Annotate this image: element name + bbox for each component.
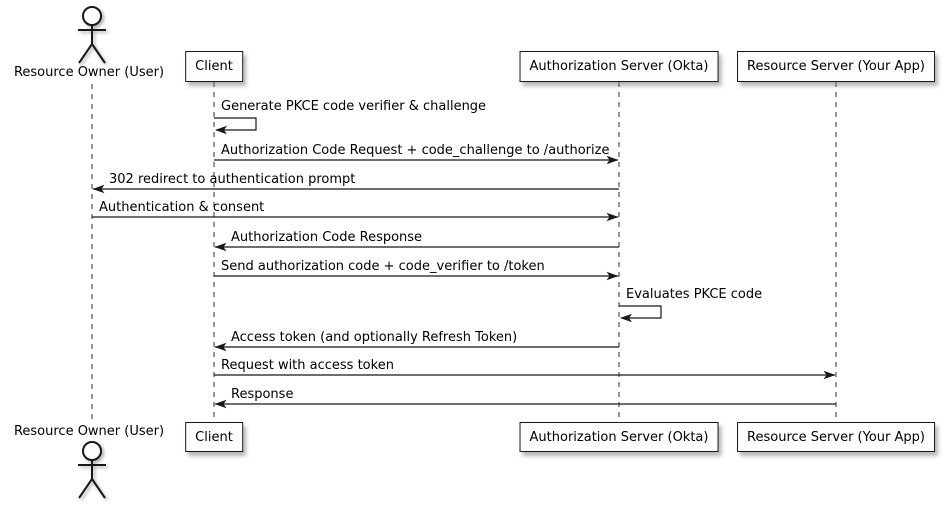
participant-box-bottom-resource: Resource Server (Your App) [737,422,935,452]
participant-box-top-auth: Authorization Server (Okta) [519,51,719,82]
participant-box-bottom-client: Client [185,422,243,452]
message-label-0: Generate PKCE code verifier & challenge [221,99,487,114]
message-label-4: Authorization Code Response [231,230,423,245]
message-arrowhead-4 [214,242,227,252]
message-label-3: Authentication & consent [99,200,265,215]
message-arrow-6 [619,305,662,319]
participant-box-bottom-auth: Authorization Server (Okta) [519,422,719,452]
actor-label-bottom-user: Resource Owner (User) [13,424,165,439]
actor-label-top-user: Resource Owner (User) [13,65,165,80]
message-label-5: Send authorization code + code_verifier … [221,259,545,274]
message-arrowhead-8 [823,370,836,380]
message-arrowhead-0 [215,125,227,135]
message-label-9: Response [231,387,294,402]
message-arrowhead-3 [606,212,619,222]
message-label-7: Access token (and optionally Refresh Tok… [231,330,518,345]
participant-box-top-resource: Resource Server (Your App) [737,51,935,82]
message-arrowhead-2 [92,184,105,194]
actor-figure-bottom-user [78,441,106,499]
actor-figure-top-user [78,6,106,64]
message-label-2: 302 redirect to authentication prompt [109,172,356,187]
message-label-6: Evaluates PKCE code [626,287,763,302]
message-arrow-0 [214,117,257,131]
message-label-8: Request with access token [221,358,394,373]
message-arrowhead-7 [214,342,227,352]
message-label-1: Authorization Code Request + code_challe… [221,143,610,158]
message-arrowhead-6 [620,313,632,323]
message-arrowhead-5 [606,271,619,281]
participant-box-top-client: Client [185,51,243,82]
message-arrowhead-1 [606,155,619,165]
message-arrowhead-9 [214,399,227,409]
